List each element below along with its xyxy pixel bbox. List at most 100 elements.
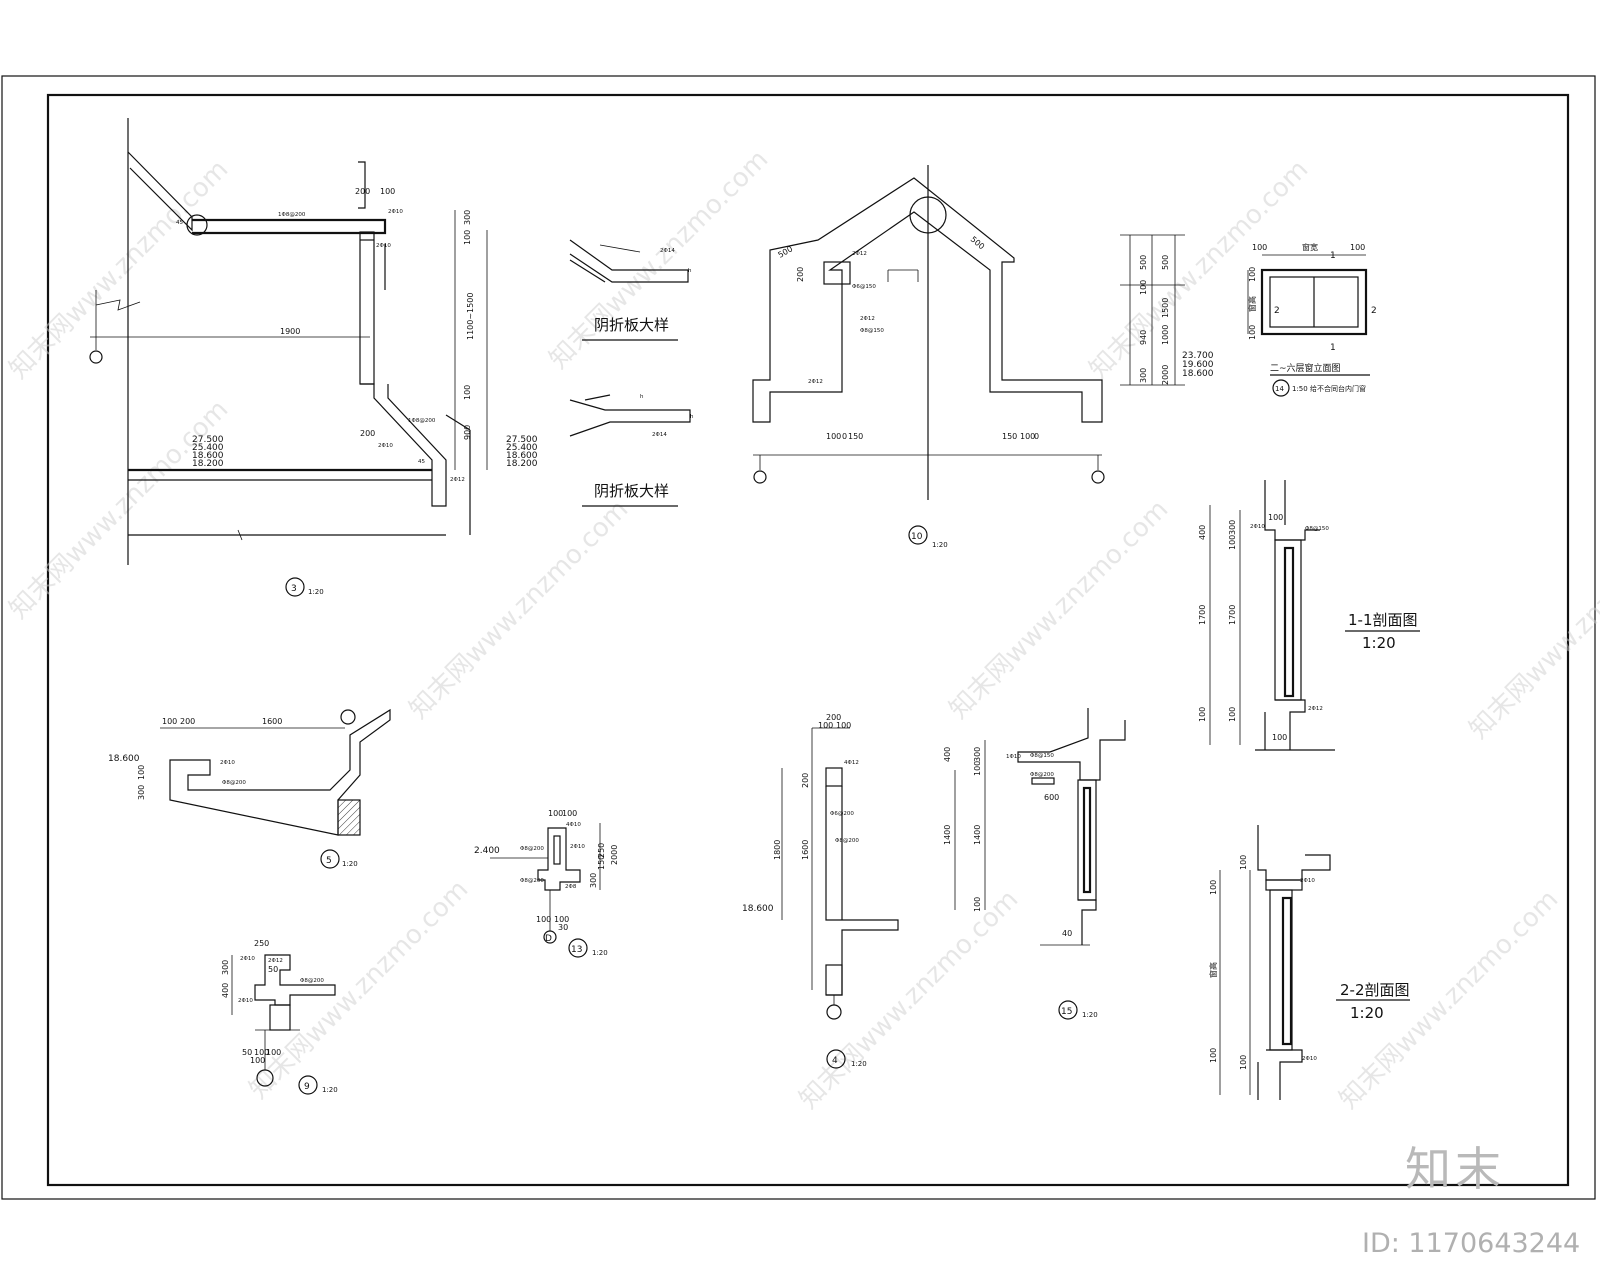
level-mark: 27.500 (506, 435, 538, 445)
dim-text: 1700 (1228, 605, 1237, 625)
dim-text: 200 (796, 267, 805, 282)
dim-text: 100 (463, 230, 472, 245)
detail-4: 200 100 100 200 1800 1600 18.600 4Φ12 Φ6… (742, 713, 899, 1069)
dim-text: 100 (1239, 1055, 1248, 1070)
dim-text: 100 (1228, 535, 1237, 550)
detail-9: 250 50 100 300 400 50 100 100 2Φ10 2Φ12 … (221, 939, 338, 1095)
dim-text: 200 (355, 187, 370, 196)
detail-caption: 阴折板大样 (594, 316, 669, 334)
dim-text: 100 (1248, 325, 1257, 340)
dim-text: 1100~1500 (466, 293, 475, 340)
dim-text: 900 (463, 425, 472, 440)
rebar-note: Φ8@200 (300, 978, 324, 984)
dim-text: 600 (1044, 793, 1059, 802)
rebar-note: Φ8@200 (520, 878, 544, 884)
dim-text: 100 (1272, 733, 1287, 742)
level-mark: 2.400 (474, 846, 500, 856)
dim-text: 100 (1209, 1048, 1218, 1063)
dim-text: 100 (463, 385, 472, 400)
watermark: 知末网www.znzmo.com (4, 154, 235, 385)
rebar-note: Φ6@200 (830, 811, 854, 817)
rebar-note: 2Φ12 (1308, 706, 1323, 712)
section-mark: 1 (1330, 343, 1336, 353)
detail-caption: 阴折板大样 (594, 482, 669, 500)
level-mark: 18.600 (742, 904, 774, 914)
level-mark: 25.400 (192, 443, 224, 453)
dim-text: 100 (162, 717, 177, 726)
dim-text: 50 (268, 965, 278, 974)
section-title: 1-1剖面图 (1348, 611, 1418, 629)
dim-text: 2000 (1161, 365, 1170, 385)
section-mark: 2 (1371, 306, 1377, 316)
elevation-dimension-strip: 500 500 1500 100 1000 940 300 2000 23.70… (1120, 234, 1214, 386)
detail-number: 14 (1275, 385, 1284, 393)
dim-text: 300 (463, 210, 472, 225)
detail-scale: 1:20 (932, 541, 948, 549)
rebar-note: 2Φ10 (1302, 1056, 1317, 1062)
rebar-note: 2Φ8 (565, 884, 577, 890)
rebar-note: 2Φ10 (570, 844, 585, 850)
dim-text: 100 (548, 809, 563, 818)
inner-drawing-frame (46, 93, 1570, 1187)
detail-number: 3 (291, 584, 297, 594)
rebar-note: 2Φ12 (450, 477, 465, 483)
detail-number: 4 (832, 1056, 838, 1066)
rebar-note: Φ8@150 (1305, 526, 1329, 532)
dim-text: 100 (836, 721, 851, 730)
id-label: ID: 1170643244 (1362, 1228, 1580, 1259)
level-mark: 25.400 (506, 443, 538, 453)
level-mark: 27.500 (192, 435, 224, 445)
section-mark: 2 (1274, 306, 1280, 316)
detail-scale: 1:20 (851, 1060, 867, 1068)
section-1-1: 400 300 100 1700 1700 100 100 100 100 Φ8… (1198, 480, 1420, 751)
dim-text: 500 (1139, 255, 1148, 270)
section-title: 2-2剖面图 (1340, 981, 1410, 999)
detail-3: 200 100 1900 200 100 300 1100~1500 100 9… (89, 118, 538, 597)
watermark: 知末网www.znzmo.com (794, 884, 1025, 1115)
dim-text: 1700 (1198, 605, 1207, 625)
window-title: 二~六层窗立面图 (1270, 362, 1341, 374)
level-mark: 18.200 (192, 459, 224, 469)
rebar-note: 1Φ8@200 (408, 418, 436, 424)
dim-text: 1500 (1161, 298, 1170, 318)
rebar-note: Φ8@150 (1030, 753, 1054, 759)
rebar-note: 2Φ10 (378, 443, 393, 449)
dim-text: 400 (1198, 525, 1207, 540)
rebar-note: Φ8@200 (520, 846, 544, 852)
section-scale: 1:20 (1362, 634, 1396, 652)
dim-text: 1600 (262, 717, 282, 726)
watermark: 知末网www.znzmo.com (244, 874, 475, 1105)
dim-text: 1900 (280, 327, 300, 336)
rebar-note: 2Φ10 (1250, 524, 1265, 530)
dim-text: 300 (1139, 368, 1148, 383)
dim-text: 250 (254, 939, 269, 948)
level-mark: 18.600 (506, 451, 538, 461)
rebar-note: h (640, 394, 644, 400)
level-mark: 18.200 (506, 459, 538, 469)
section-mark: 1 (1330, 251, 1336, 261)
detail-yin-zhe-ban-1: h 2Φ14 阴折板大样 (569, 239, 692, 341)
dim-text: 250 (597, 843, 606, 858)
dim-text: 1400 (973, 825, 982, 845)
detail-13: 100 100 250 2000 300 100 150 100 30 2.40… (474, 809, 619, 958)
rebar-note: Φ8@200 (222, 780, 246, 786)
dim-text: 400 (221, 983, 230, 998)
dim-text: 100 (266, 1048, 281, 1057)
axis-mark: D (545, 934, 552, 944)
dim-text: 300 (137, 785, 146, 800)
rebar-note: h (690, 414, 694, 420)
dim-text: 100 (1239, 855, 1248, 870)
rebar-note: Φ6@150 (852, 284, 876, 290)
dim-text: 100 (250, 1056, 265, 1065)
level-mark: 18.600 (192, 451, 224, 461)
detail-number: 15 (1061, 1007, 1072, 1017)
section-scale: 1:20 (1350, 1004, 1384, 1022)
dim-text: 窗高 (1247, 296, 1257, 312)
dim-text: 1600 (801, 840, 810, 860)
dim-text: 100 (1209, 880, 1218, 895)
dim-text: 0 (1034, 432, 1039, 441)
dim-text: 940 (1139, 330, 1148, 345)
watermark: 知末网www.znzmo.com (4, 394, 235, 625)
